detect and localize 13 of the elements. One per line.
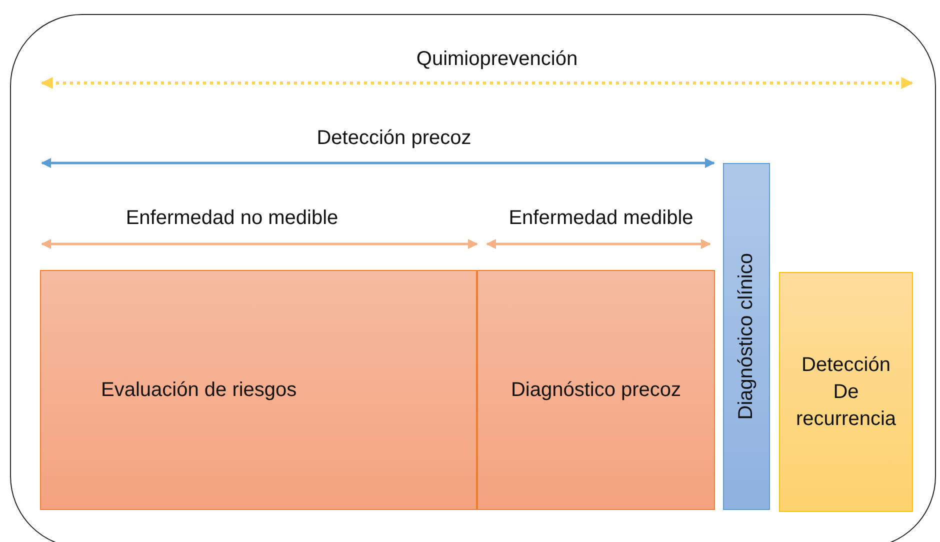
stage-box [723, 163, 770, 510]
span-label: Enfermedad medible [508, 207, 694, 230]
stage-label: Diagnóstico clínico [734, 253, 758, 420]
stage-box [40, 270, 477, 510]
span-label: Quimioprevención [416, 48, 578, 71]
stage-label: Diagnóstico precoz [510, 378, 682, 402]
stage-box [779, 272, 913, 512]
rounded-frame [10, 14, 936, 542]
stage-label: Detección De recurrencia [794, 352, 898, 432]
stage-label: Evaluación de riesgos [101, 378, 297, 402]
stage-box [477, 270, 715, 510]
span-label: Enfermedad no medible [126, 207, 338, 230]
span-label: Detección precoz [316, 127, 472, 150]
